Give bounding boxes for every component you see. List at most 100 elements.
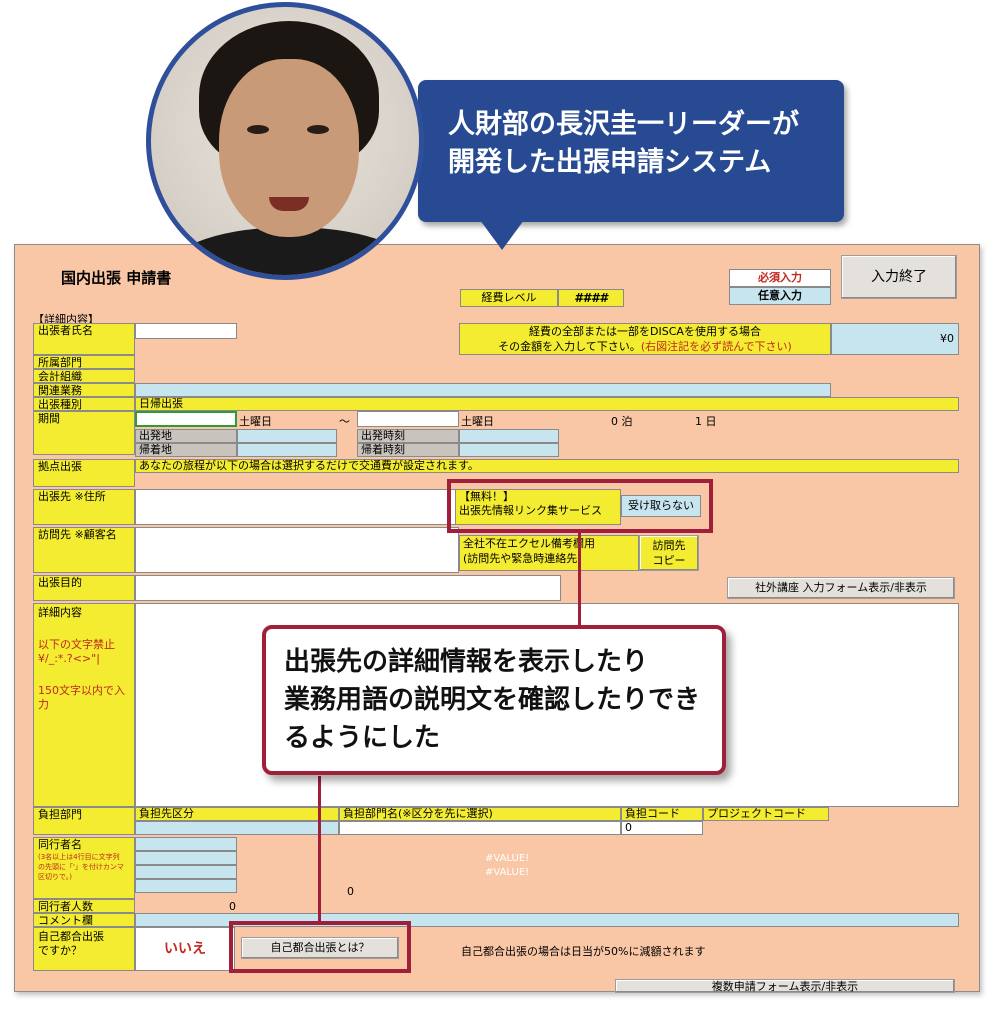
period-end-day: 土曜日 [461,415,494,428]
departure-place-label: 出発地 [135,429,237,443]
form-title: 国内出張 申請書 [61,269,172,287]
visit-copy-button[interactable]: 訪問先 コピー [639,535,699,571]
label-self-trip-2: ですか？ [38,944,82,957]
label-department: 所属部門 [33,355,135,369]
finish-input-button[interactable]: 入力終了 [841,255,957,299]
disca-line1: 経費の全部または一部をDISCAを使用する場合 [529,325,761,338]
section-details: 【詳細内容】 [33,313,99,326]
label-details: 詳細内容 [38,606,82,619]
base-trip-note: あなたの旅程が以下の場合は選択するだけで交通費が設定されます。 [135,459,959,473]
label-accounting-org: 会計組織 [33,369,135,383]
developer-callout-line2: 開発した出張申請システム [448,147,772,178]
developer-callout-line1: 人財部の長沢圭一リーダーが [448,109,799,140]
cost-dept-name-label: 負担部門名(※区分を先に選択) [339,807,621,821]
callout-connector-bottom [318,776,321,924]
cost-code-label: 負担コード [621,807,703,821]
feature-callout-line1: 出張先の詳細情報を表示したり [284,647,649,677]
days-value: 1 日 [695,415,717,428]
cost-type-input[interactable] [135,821,339,835]
callout-connector-top [578,532,581,626]
feature-callout-line2: 業務用語の説明文を確認したりでき [284,685,701,715]
self-trip-info-button[interactable]: 自己都合出張とは？ [241,937,399,959]
details-warning-2: ¥/_:*.?<>"| [38,652,100,665]
feature-callout: 出張先の詳細情報を表示したり 業務用語の説明文を確認したりでき るようにした [262,625,726,775]
legend-required-text: 必須入力 [758,271,802,284]
value-error-1: #VALUE! [485,853,530,864]
companion-input-4[interactable] [135,879,237,893]
disca-line2: その金額を入力して下さい。 [498,340,641,353]
period-start-day: 土曜日 [239,415,272,428]
photo-mouth [269,197,309,211]
photo-eye-right [307,125,329,134]
companion-note-1: (3名以上は4行目に文字列 [38,853,120,861]
destination-input[interactable] [135,489,459,525]
trip-application-sheet: 国内出張 申請書 経費レベル #### 必須入力 任意入力 入力終了 【詳細内容… [14,244,980,993]
label-companions-box: 同行者名 (3名以上は4行目に文字列 の先頭に「'」を付けカンマ 区切りで。) [33,837,135,899]
trip-type-value[interactable]: 日帰出張 [135,397,959,411]
project-code-label: プロジェクトコード [703,807,829,821]
label-period: 期間 [33,411,135,455]
related-business-input[interactable] [135,383,831,397]
expense-level-label: 経費レベル [460,289,558,307]
arrival-time-label: 帰着時刻 [357,443,459,457]
label-cost-dept: 負担部門 [33,807,135,835]
expense-level-value: #### [558,289,624,307]
legend-required: 必須入力 [729,269,831,287]
feature-callout-line3: るようにした [284,723,441,753]
disca-line2-wrap: その金額を入力して下さい。(右図注記を必ず読んで下さい) [460,339,830,354]
companion-note-2: の先頭に「'」を付けカンマ [38,863,124,871]
companion-input-2[interactable] [135,851,237,865]
callout-tail [480,220,524,250]
return-place-input[interactable] [237,443,337,457]
label-self-trip-box: 自己都合出張 ですか？ [33,927,135,971]
companion-count-value: 0 [229,900,236,913]
disca-note-box: 経費の全部または一部をDISCAを使用する場合 その金額を入力して下さい。(右図… [459,323,831,355]
nights-value: 0 泊 [611,415,633,428]
period-start-input[interactable] [135,411,237,427]
cost-dept-name-input[interactable] [339,821,621,835]
label-base-trip: 拠点出張 [33,459,135,487]
visit-copy-line2: コピー [652,554,686,567]
self-trip-highlight [229,921,411,973]
companion-note-3: 区切りで。) [38,873,72,881]
visit-input[interactable] [135,527,459,573]
companion-zero: 0 [347,885,354,898]
self-trip-answer[interactable]: いいえ [135,927,235,971]
cost-type-label: 負担先区分 [135,807,339,821]
cost-code-value[interactable]: 0 [621,821,703,835]
value-error-2: #VALUE! [485,867,530,878]
link-service-box: 【無料！】 出張先情報リンク集サービス [455,489,621,525]
departure-place-input[interactable] [237,429,337,443]
details-warning-1: 以下の文字禁止 [38,638,115,651]
photo-eye-left [247,125,269,134]
details-warning-3: 150文字以内で入 [38,684,125,697]
disca-amount-input[interactable]: ¥0 [831,323,959,355]
arrival-time-input[interactable] [459,443,559,457]
link-service-highlight [447,479,713,533]
label-related-business: 関連業務 [33,383,135,397]
disca-note: (右図注記を必ず読んで下さい) [640,340,792,353]
legend-optional: 任意入力 [729,287,831,305]
label-details-box: 詳細内容 以下の文字禁止 ¥/_:*.?<>"| 150文字以内で入 力 [33,603,135,807]
label-traveler: 出張者氏名 [33,323,135,355]
multi-form-toggle-button[interactable]: 複数申請フォーム表示/非表示 [615,979,955,993]
companion-input-1[interactable] [135,837,237,851]
label-companions: 同行者名 [38,838,82,851]
period-end-input[interactable] [357,411,459,427]
departure-time-input[interactable] [459,429,559,443]
absence-line1: 全社不在エクセル備考欄用 [463,537,595,550]
label-comment: コメント欄 [33,913,135,927]
label-trip-type: 出張種別 [33,397,135,411]
departure-time-label: 出発時刻 [357,429,459,443]
free-tag: 【無料！】 [459,490,514,503]
purpose-input[interactable] [135,575,561,601]
self-trip-note: 自己都合出張の場合は日当が50%に減額されます [461,945,706,958]
label-companion-count: 同行者人数 [33,899,135,913]
companion-input-3[interactable] [135,865,237,879]
visit-copy-line1: 訪問先 [652,539,686,552]
no-receive-button[interactable]: 受け取らない [621,495,701,517]
external-course-toggle-button[interactable]: 社外講座 入力フォーム表示/非表示 [727,577,955,599]
person-photo [146,2,424,280]
traveler-input[interactable] [135,323,237,339]
link-service-label: 出張先情報リンク集サービス [459,504,602,517]
